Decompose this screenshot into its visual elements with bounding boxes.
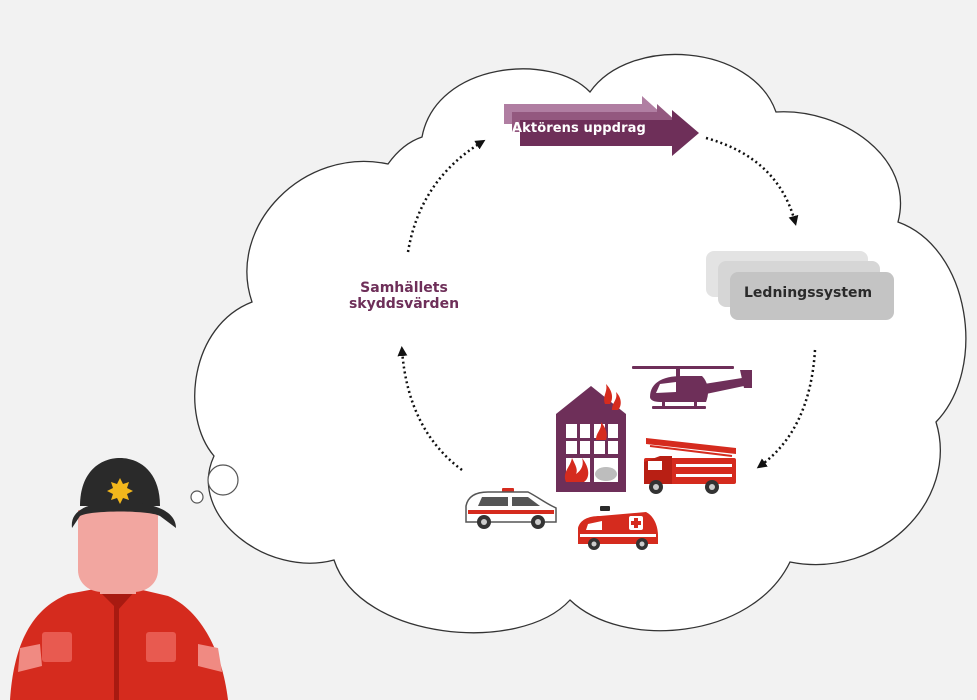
helicopter-icon [632,366,752,409]
thought-bubble-small [190,490,204,504]
fire-truck-icon [644,438,736,494]
command-system-label: Ledningssystem [744,285,873,301]
thought-bubble-large [207,464,239,496]
firefighter-icon [10,458,228,700]
mission-label: Aktörens uppdrag [512,121,646,136]
ambulance-icon [578,506,658,550]
cycle-arrow-mission-to-system [705,136,799,226]
cycle-arrow-values-to-mission [406,139,486,253]
cycle-arrow-system-to-resources [756,349,817,469]
command-system-boxes [706,251,894,320]
cycle-arrow-resources-to-values [397,346,463,472]
protection-values-label: Samhällets skyddsvärden [348,280,460,312]
mission-arrow [504,96,699,156]
thought-cloud [194,53,967,634]
police-car-icon [465,488,557,529]
burning-building-icon [556,384,626,492]
